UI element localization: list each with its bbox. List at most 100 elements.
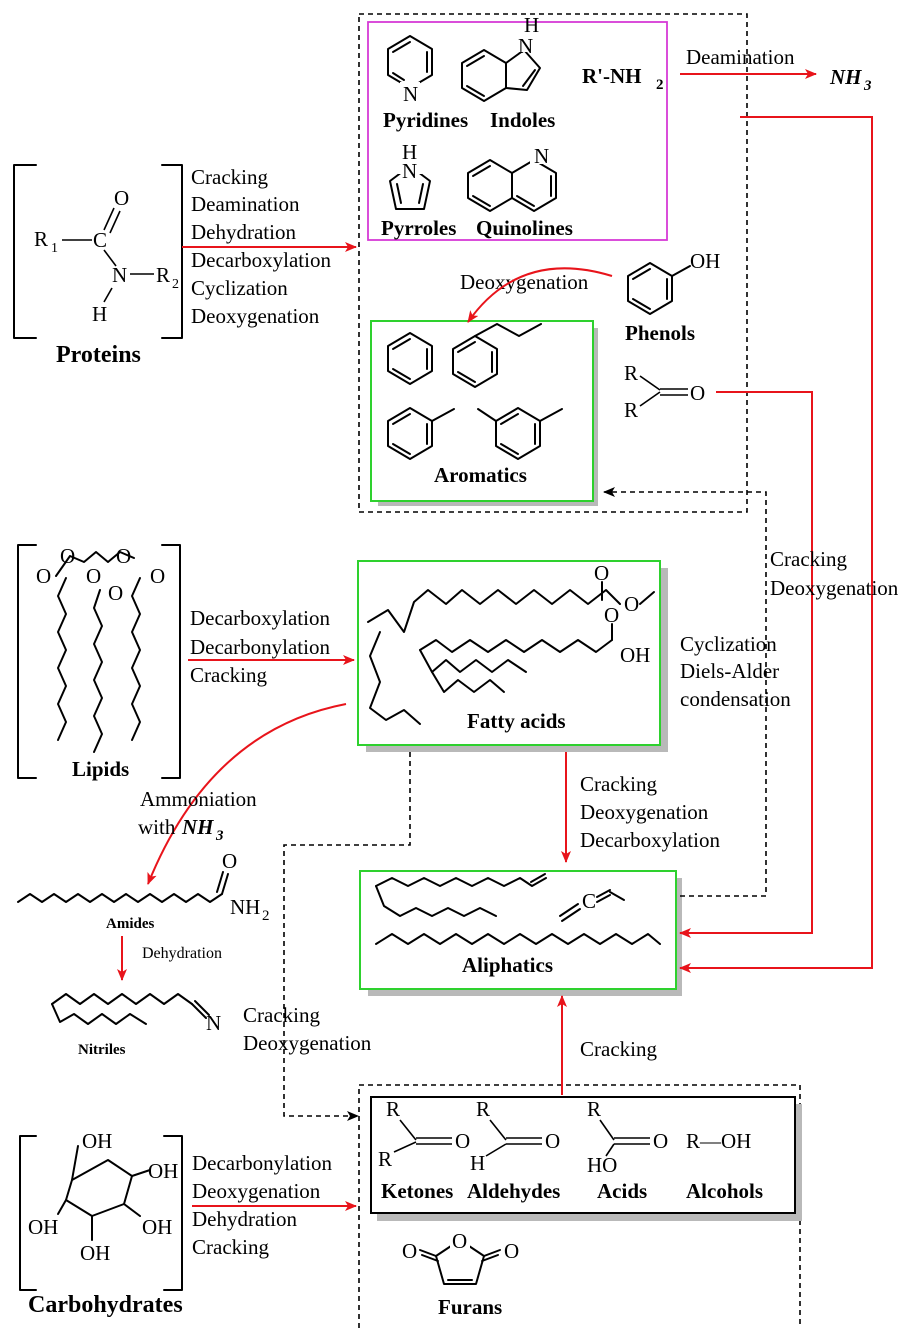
pyrrole-structure: H N Pyrroles [381, 140, 456, 240]
svg-text:Cracking: Cracking [191, 165, 268, 189]
svg-text:OH: OH [82, 1129, 112, 1153]
svg-text:H: H [402, 140, 417, 164]
svg-text:O: O [60, 544, 75, 568]
amide-dehydration-label: Dehydration [142, 945, 222, 962]
nitrile-structure: N Nitriles [51, 993, 221, 1058]
arrow-fatty-to-oxygenates [283, 752, 411, 1121]
svg-text:Deoxygenation: Deoxygenation [192, 1179, 321, 1203]
svg-text:Decarboxylation: Decarboxylation [191, 248, 331, 272]
svg-text:Cracking: Cracking [770, 547, 847, 571]
phenol-structure: OH Phenols [625, 249, 720, 345]
svg-text:condensation: condensation [680, 687, 791, 711]
fatty-acids-label: Fatty acids [467, 709, 566, 733]
pyridine-structure: N Pyridines [383, 35, 468, 132]
svg-text:Deoxygenation: Deoxygenation [243, 1031, 372, 1055]
aliphatics-structures: C Aliphatics [375, 873, 661, 977]
acids-label: Acids [597, 1179, 647, 1203]
aromatics-structures: Aromatics [387, 323, 563, 487]
svg-text:O: O [402, 1239, 417, 1263]
svg-text:Deoxygenation: Deoxygenation [191, 304, 320, 328]
svg-text:OH: OH [142, 1215, 172, 1239]
svg-text:2: 2 [656, 77, 664, 93]
aliphatics-box [359, 870, 682, 996]
svg-text:Decarbonylation: Decarbonylation [190, 635, 330, 659]
arrow-phenols-to-aromatics [467, 267, 613, 323]
svg-text:Diels-Alder: Diels-Alder [680, 659, 779, 683]
pyridines-label: Pyridines [383, 108, 468, 132]
fatty-to-aliphatics-labels: Cracking Deoxygenation Decarboxylation [580, 772, 720, 852]
svg-text:2: 2 [262, 908, 270, 924]
svg-text:N: N [206, 1011, 221, 1035]
ketones-label: Ketones [381, 1179, 453, 1203]
svg-text:R: R [587, 1097, 601, 1121]
svg-text:NH: NH [230, 895, 260, 919]
proteins-reactions: Cracking Deamination Dehydration Decarbo… [191, 165, 331, 328]
lipids-reactions: Decarboxylation Decarbonylation Cracking [190, 606, 330, 687]
alcohols-structure: R—OH Alcohols [686, 1129, 763, 1203]
svg-text:Deoxygenation: Deoxygenation [770, 576, 899, 600]
arrow-nh2-to-aliphatics [679, 116, 873, 973]
svg-text:O: O [604, 603, 619, 627]
svg-text:Decarbonylation: Decarbonylation [192, 1151, 332, 1175]
furans-structure: O O O Furans [402, 1229, 519, 1319]
svg-text:O: O [504, 1239, 519, 1263]
svg-text:Deamination: Deamination [191, 192, 300, 216]
svg-text:R: R [378, 1147, 392, 1171]
svg-text:R—OH: R—OH [686, 1129, 751, 1153]
aldehydes-structure: R H O Aldehydes [467, 1097, 560, 1203]
svg-text:O: O [545, 1129, 560, 1153]
fatty-acids-box [357, 560, 668, 752]
aromatics-box [370, 320, 598, 506]
protein-R1: R [34, 227, 48, 251]
svg-text:Cracking: Cracking [190, 663, 267, 687]
arrow-aliphatics-to-aromatics [603, 487, 767, 897]
svg-text:O: O [690, 381, 705, 405]
nh3-product: NH 3 [829, 65, 872, 94]
svg-text:H: H [470, 1151, 485, 1175]
arrow-ammoniation [147, 703, 347, 885]
svg-text:O: O [594, 561, 609, 585]
svg-text:R: R [156, 263, 170, 287]
svg-text:N: N [518, 34, 533, 58]
svg-text:H: H [92, 302, 107, 326]
svg-text:OH: OH [620, 643, 650, 667]
ketones-structure: R R O Ketones [378, 1097, 470, 1203]
cyclization-labels: Cyclization Diels-Alder condensation [680, 632, 791, 711]
svg-text:R: R [624, 361, 638, 385]
svg-text:Cyclization: Cyclization [191, 276, 288, 300]
svg-text:Decarboxylation: Decarboxylation [580, 828, 720, 852]
svg-text:O: O [222, 849, 237, 873]
svg-text:Decarboxylation: Decarboxylation [190, 606, 330, 630]
nitrogen-aromatic-group-box [358, 13, 748, 513]
deamination-label: Deamination [686, 45, 795, 69]
svg-text:Cracking: Cracking [243, 1003, 320, 1027]
svg-text:N: N [402, 159, 417, 183]
svg-text:2: 2 [172, 277, 179, 292]
ammoniation-labels: Ammoniation with NH 3 [138, 787, 257, 844]
svg-text:Cracking: Cracking [580, 772, 657, 796]
svg-text:C: C [93, 228, 107, 252]
svg-text:C: C [582, 889, 596, 913]
svg-text:3: 3 [215, 828, 224, 844]
svg-text:Cracking: Cracking [192, 1235, 269, 1259]
svg-text:Dehydration: Dehydration [191, 220, 296, 244]
svg-text:N: N [403, 82, 418, 106]
svg-text:O: O [624, 592, 639, 616]
svg-text:O: O [455, 1129, 470, 1153]
svg-text:O: O [150, 564, 165, 588]
alcohols-label: Alcohols [686, 1179, 763, 1203]
carbohydrates-label: Carbohydrates [28, 1292, 183, 1318]
svg-text:N: N [112, 263, 127, 287]
svg-text:Dehydration: Dehydration [192, 1207, 297, 1231]
svg-text:R: R [476, 1097, 490, 1121]
svg-text:O: O [452, 1229, 467, 1253]
n-heterocycles-box [367, 21, 668, 241]
svg-text:HO: HO [587, 1153, 617, 1177]
svg-text:O: O [653, 1129, 668, 1153]
lipids-structure: O O O O O O Lipids [17, 544, 181, 781]
svg-text:Cyclization: Cyclization [680, 632, 777, 656]
amide-structure: O NH 2 Amides [17, 849, 270, 932]
carbohydrates-reactions: Decarbonylation Deoxygenation Dehydratio… [192, 1151, 332, 1259]
proteins-structure: R 1 C O N R 2 H Proteins [13, 164, 183, 368]
pyrroles-label: Pyrroles [381, 216, 456, 240]
